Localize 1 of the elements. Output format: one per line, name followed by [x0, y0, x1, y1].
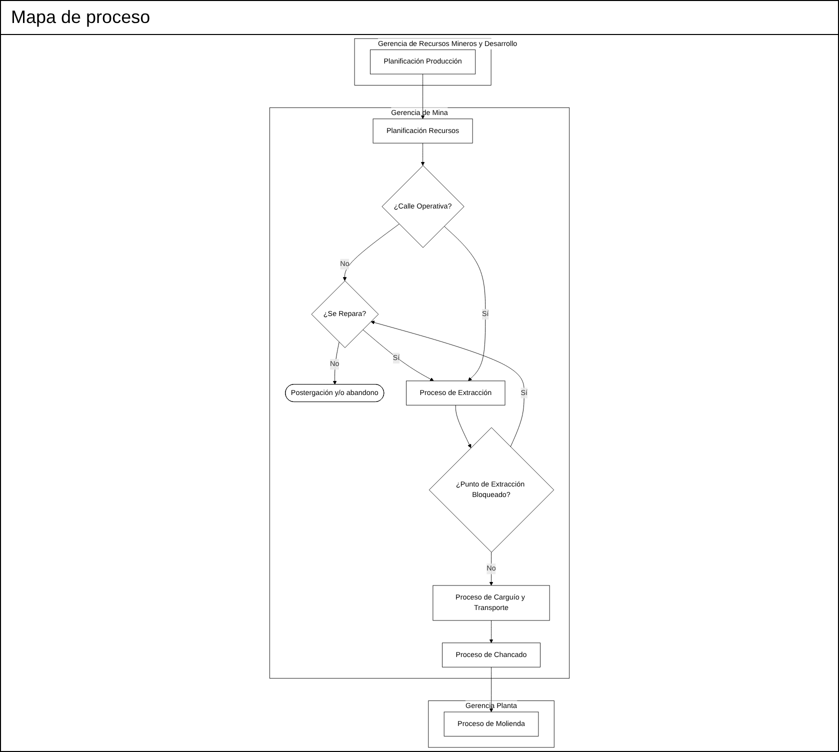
diagram-title: Mapa de proceso [1, 1, 838, 35]
